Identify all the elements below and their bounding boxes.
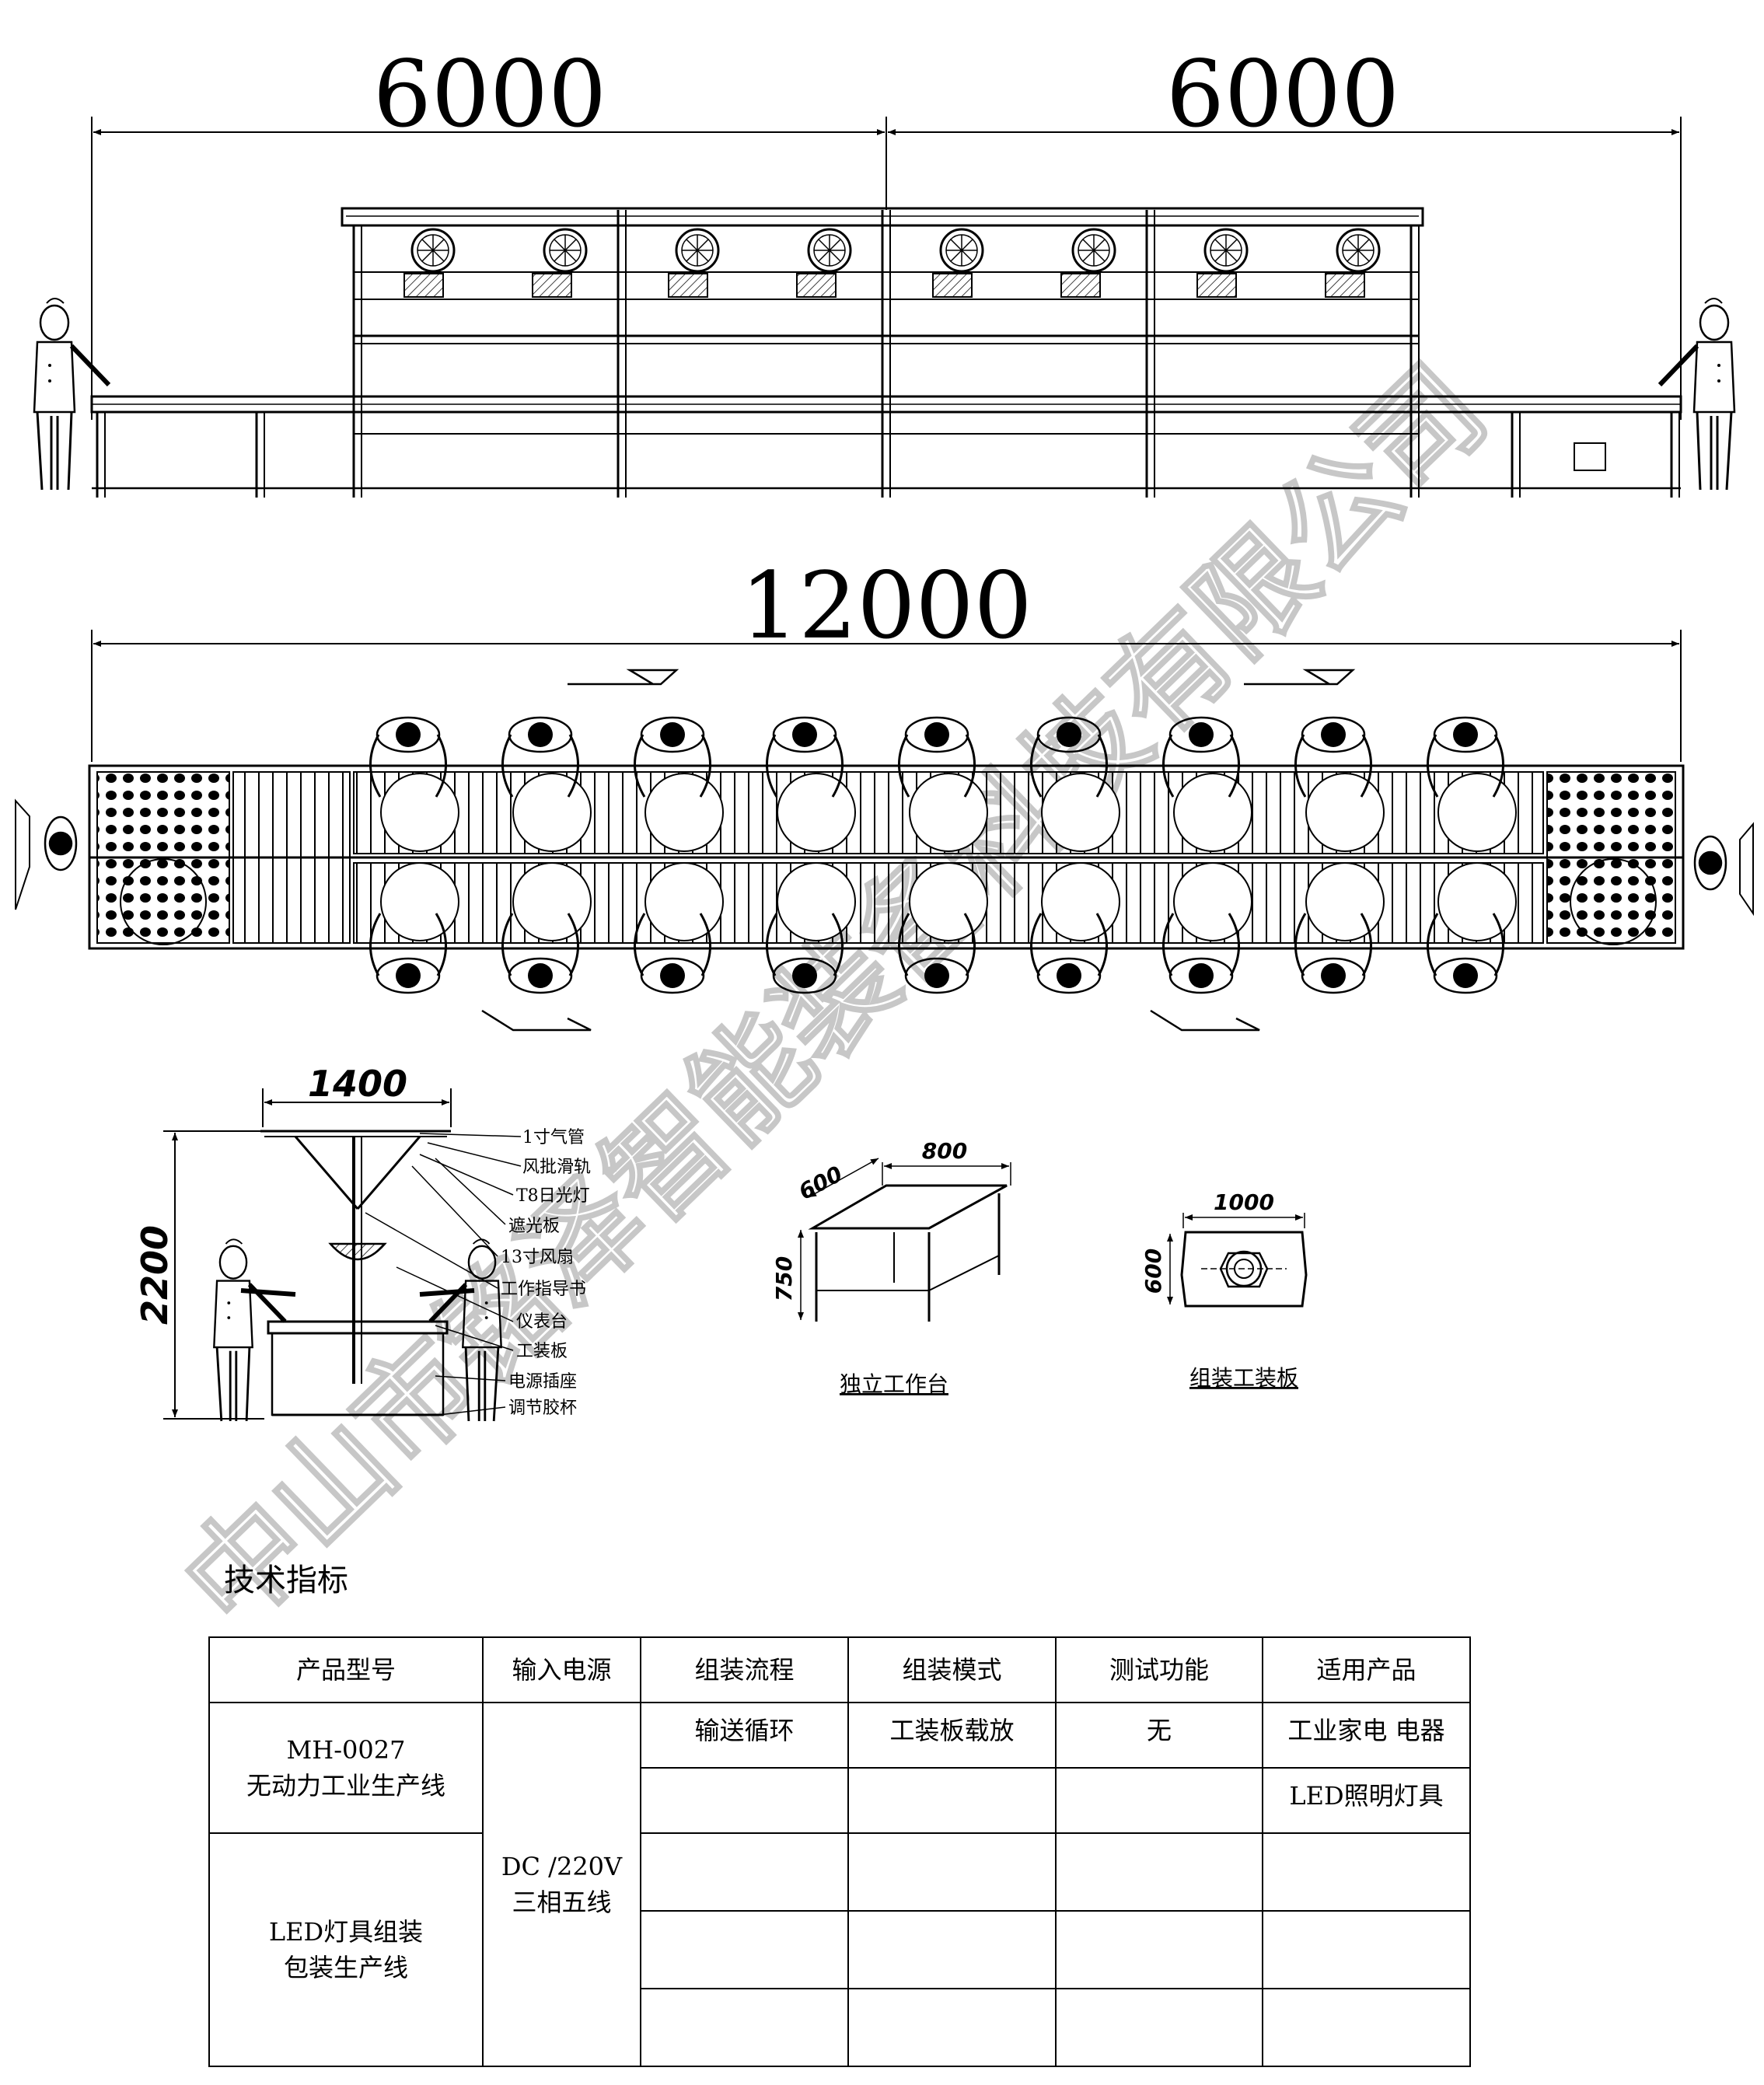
elevation-fans	[410, 228, 1381, 273]
model-code: MH-0027	[286, 1734, 406, 1765]
dimension-12000: 12000	[740, 552, 1032, 659]
cell-empty	[640, 1988, 849, 2067]
spec-table: 产品型号 输入电源 组装流程 组装模式 测试功能 适用产品 MH-0027 无动…	[208, 1636, 1471, 2067]
cell-empty	[847, 1767, 1057, 1834]
dimension-2200: 2200	[134, 1225, 176, 1325]
header-model: 产品型号	[208, 1636, 484, 1703]
callout-adjustable-foot: 调节胶杯	[508, 1399, 577, 1418]
cell-empty	[1055, 1910, 1263, 1989]
power-voltage: DC /220V	[501, 1851, 623, 1881]
plan-fixture-discs	[380, 773, 1517, 941]
station-dimension-lines	[163, 1088, 452, 1420]
dimension-1400: 1400	[308, 1063, 407, 1105]
cell-flow: 输送循环	[640, 1702, 849, 1769]
cell-model-1: MH-0027 无动力工业生产线	[208, 1702, 484, 1834]
cell-empty	[1262, 1988, 1471, 2067]
cell-product-2: LED照明灯具	[1262, 1767, 1471, 1834]
bench-drawing	[798, 1158, 1011, 1322]
elevation-view	[90, 207, 1682, 498]
spec-row-3: LED灯具组装 包装生产线	[208, 1832, 1471, 2067]
header-product: 适用产品	[1262, 1636, 1471, 1703]
spec-row-4	[209, 1910, 1471, 1989]
model-name: 无动力工业生产线	[246, 1771, 445, 1800]
cell-empty	[847, 1910, 1057, 1989]
cell-empty	[1055, 1832, 1263, 1912]
cell-test: 无	[1055, 1702, 1263, 1769]
dimension-1000: 1000	[1214, 1189, 1274, 1215]
watermark: 中山市铭泽智能装备科技有限公司	[159, 341, 1511, 1654]
dimension-800: 800	[922, 1138, 967, 1164]
cell-empty	[1262, 1832, 1471, 1912]
caption-assembly-fixture: 组装工装板	[1189, 1365, 1298, 1391]
dimension-750: 750	[771, 1256, 797, 1301]
fixture-drawing	[1167, 1213, 1308, 1308]
header-test: 测试功能	[1055, 1636, 1263, 1703]
callout-13in-fan: 13寸风扇	[501, 1248, 574, 1267]
cell-empty	[1262, 1910, 1471, 1989]
callout-t8-lamp: T8日光灯	[516, 1186, 590, 1206]
cell-empty	[640, 1767, 849, 1834]
cell-empty	[640, 1910, 849, 1989]
cell-empty	[1055, 1988, 1263, 2067]
plan-end-workers	[15, 798, 1754, 917]
dimension-6000-right: 6000	[1166, 40, 1399, 148]
cell-empty	[847, 1988, 1057, 2067]
dimension-600-fixture: 600	[1140, 1249, 1166, 1294]
callout-air-pipe: 1寸气管	[522, 1128, 585, 1147]
header-power: 输入电源	[482, 1636, 641, 1703]
model-2-line1: LED灯具组装	[268, 1916, 424, 1947]
spec-row-5	[209, 1988, 1471, 2067]
callout-instrument-panel: 仪表台	[516, 1312, 568, 1332]
cell-power: DC /220V 三相五线	[482, 1702, 641, 2067]
cell-model-2: LED灯具组装 包装生产线	[208, 1832, 484, 2067]
spec-title: 技术指标	[224, 1563, 348, 1598]
flow-arrows	[481, 669, 1356, 1032]
cell-empty	[640, 1832, 849, 1912]
spec-row-1: MH-0027 无动力工业生产线 DC /220V 三相五线 输送循环 工装板载…	[208, 1702, 1471, 2067]
callout-work-instruction: 工作指导书	[501, 1280, 586, 1299]
callout-fixture-plate: 工装板	[516, 1342, 568, 1361]
callout-leaders	[365, 1133, 522, 1416]
cell-mode: 工装板载放	[847, 1702, 1057, 1769]
station-callouts: 1寸气管 风批滑轨 T8日光灯 遮光板 13寸风扇 工作指导书 仪表台 工装板 …	[501, 1128, 591, 1418]
dimension-600-bench: 600	[795, 1161, 847, 1205]
callout-power-socket: 电源插座	[508, 1372, 577, 1392]
callout-shade-plate: 遮光板	[508, 1217, 560, 1236]
cell-empty	[1055, 1767, 1263, 1834]
spec-row-2: LED照明灯具	[209, 1767, 1471, 1834]
header-flow: 组装流程	[640, 1636, 849, 1703]
power-wiring: 三相五线	[512, 1888, 612, 1917]
elevation-lamps	[403, 273, 1365, 298]
caption-independent-bench: 独立工作台	[840, 1371, 948, 1397]
callout-screwdriver-rail: 风批滑轨	[522, 1158, 591, 1177]
cell-empty	[847, 1832, 1057, 1912]
model-2-line2: 包装生产线	[283, 1953, 408, 1982]
dimension-6000-left: 6000	[373, 40, 606, 148]
header-mode: 组装模式	[847, 1636, 1057, 1703]
spec-header-row: 产品型号 输入电源 组装流程 组装模式 测试功能 适用产品	[208, 1636, 1471, 1703]
plan-dimension-line	[91, 630, 1682, 762]
cell-product-1: 工业家电 电器	[1262, 1702, 1471, 1769]
